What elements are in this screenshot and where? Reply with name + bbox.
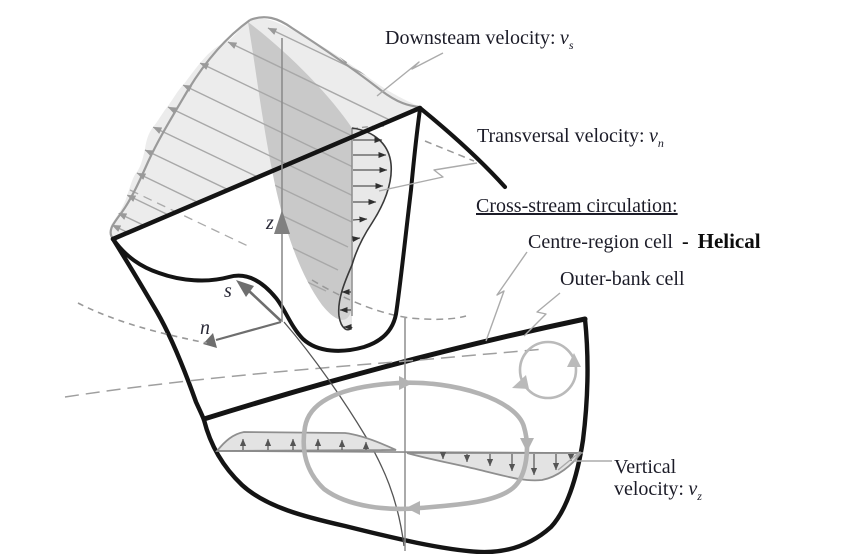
surface-envelope-outline xyxy=(109,16,421,240)
n-axis-label: n xyxy=(200,317,210,339)
n-axis-arrowhead xyxy=(203,333,217,348)
transversal-velocity-arrows xyxy=(339,137,388,330)
vertical-velocity-word: Vertical xyxy=(614,456,677,478)
downstream-velocity-text: Downsteam velocity: xyxy=(385,27,556,49)
leader-downstream-velocity xyxy=(376,52,444,97)
s-axis-arrowhead xyxy=(236,280,254,297)
outer-bank-cell-label: Outer-bank cell xyxy=(560,268,685,290)
lower-dashed-water-edge xyxy=(64,348,546,398)
vertical-velocity-profile xyxy=(215,431,584,482)
upwelling-arrows xyxy=(239,438,370,450)
z-axis-arrowhead xyxy=(274,210,290,234)
s-axis-label: s xyxy=(224,280,232,302)
vertical-velocity-text: velocity: xyxy=(614,478,684,500)
leader-transversal-velocity xyxy=(378,162,478,192)
outer-bank-cell-text: Outer-bank cell xyxy=(560,268,685,290)
centre-region-cell-label: Centre-region cell-Helical xyxy=(528,230,761,253)
channel-bank-outlines xyxy=(110,105,590,554)
cross-stream-heading-text: Cross-stream circulation: xyxy=(476,195,678,217)
centre-region-cell-loop xyxy=(301,376,534,515)
leader-centre-region-cell xyxy=(485,251,528,342)
centre-region-cell-text: Centre-region cell xyxy=(528,231,673,253)
transversal-velocity-label: Transversal velocity:vn xyxy=(477,125,664,150)
leader-outer-bank-cell xyxy=(523,292,561,337)
downstream-velocity-symbol: v xyxy=(559,27,569,49)
transversal-velocity-profile xyxy=(337,127,393,331)
z-axis-label: z xyxy=(265,212,274,234)
helical-annotation: Helical xyxy=(697,229,761,253)
centre-streamline xyxy=(283,318,406,551)
outer-bank-cell-loop xyxy=(512,340,581,400)
vertical-velocity-label: Vertical velocity:vz xyxy=(614,456,702,503)
vertical-velocity-subscript: z xyxy=(697,489,702,503)
leader-vertical-velocity xyxy=(557,451,612,471)
transversal-velocity-symbol: v xyxy=(648,125,658,147)
downstream-velocity-subscript: s xyxy=(568,38,574,52)
separator-dash: - xyxy=(681,231,689,253)
n-axis-dashed-extension xyxy=(77,302,208,344)
n-axis xyxy=(215,320,282,342)
leader-lines xyxy=(376,52,612,471)
downstream-velocity-label: Downsteam velocity:vs xyxy=(385,27,574,52)
vertical-velocity-symbol: v xyxy=(688,478,698,500)
cross-stream-heading: Cross-stream circulation: xyxy=(476,195,678,217)
coordinate-axes: z s n xyxy=(77,38,290,348)
transversal-velocity-text: Transversal velocity: xyxy=(477,125,645,147)
s-axis xyxy=(247,289,282,322)
transversal-velocity-subscript: n xyxy=(657,136,664,150)
